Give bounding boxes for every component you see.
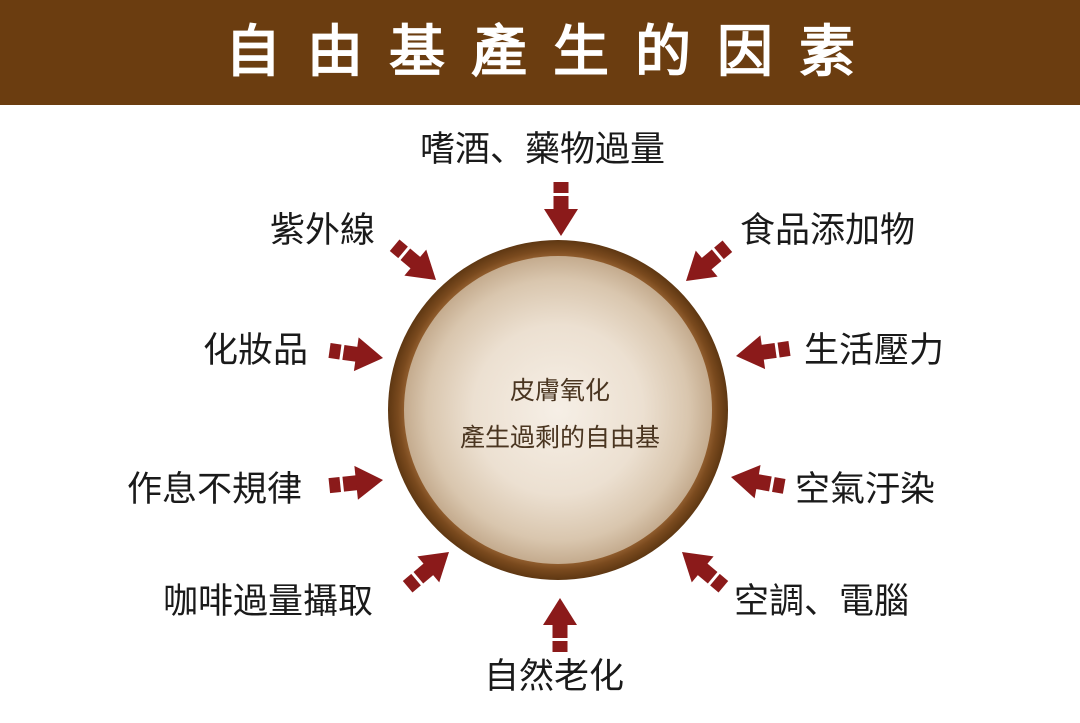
arrow-icon-top xyxy=(544,182,578,236)
factor-lower-right: 空氣汙染 xyxy=(795,470,936,510)
arrow-icon-lower-right xyxy=(728,460,788,504)
factor-bottom-left: 咖啡過量攝取 xyxy=(163,582,374,622)
arrow-icon-lower-left xyxy=(327,463,385,503)
arrow-icon-mid-left xyxy=(327,333,386,375)
arrow-icon-bottom-right xyxy=(671,538,735,600)
arrow-icon-bottom xyxy=(543,598,577,652)
factor-bottom: 自然老化 xyxy=(484,657,625,697)
arrow-icon-upper-right xyxy=(675,233,739,295)
arrow-icon-bottom-left xyxy=(396,538,460,600)
factor-top: 嗜酒、藥物過量 xyxy=(420,130,666,170)
center-line-2: 產生過剩的自由基 xyxy=(459,423,660,452)
page-title: 自由基產生的因素 xyxy=(225,19,881,85)
factor-upper-right: 食品添加物 xyxy=(740,211,916,251)
factor-lower-left: 作息不規律 xyxy=(127,470,303,510)
arrow-icon-upper-left xyxy=(383,232,447,294)
factor-upper-left: 紫外線 xyxy=(270,211,376,251)
factor-mid-left: 化妝品 xyxy=(203,331,309,371)
factor-mid-right: 生活壓力 xyxy=(804,331,945,371)
factor-bottom-right: 空調、電腦 xyxy=(734,582,910,622)
title-bar: 自由基產生的因素 xyxy=(0,0,1080,105)
center-line-1: 皮膚氧化 xyxy=(509,376,610,405)
inner-circle xyxy=(404,256,712,564)
arrow-icon-mid-right xyxy=(733,331,792,373)
